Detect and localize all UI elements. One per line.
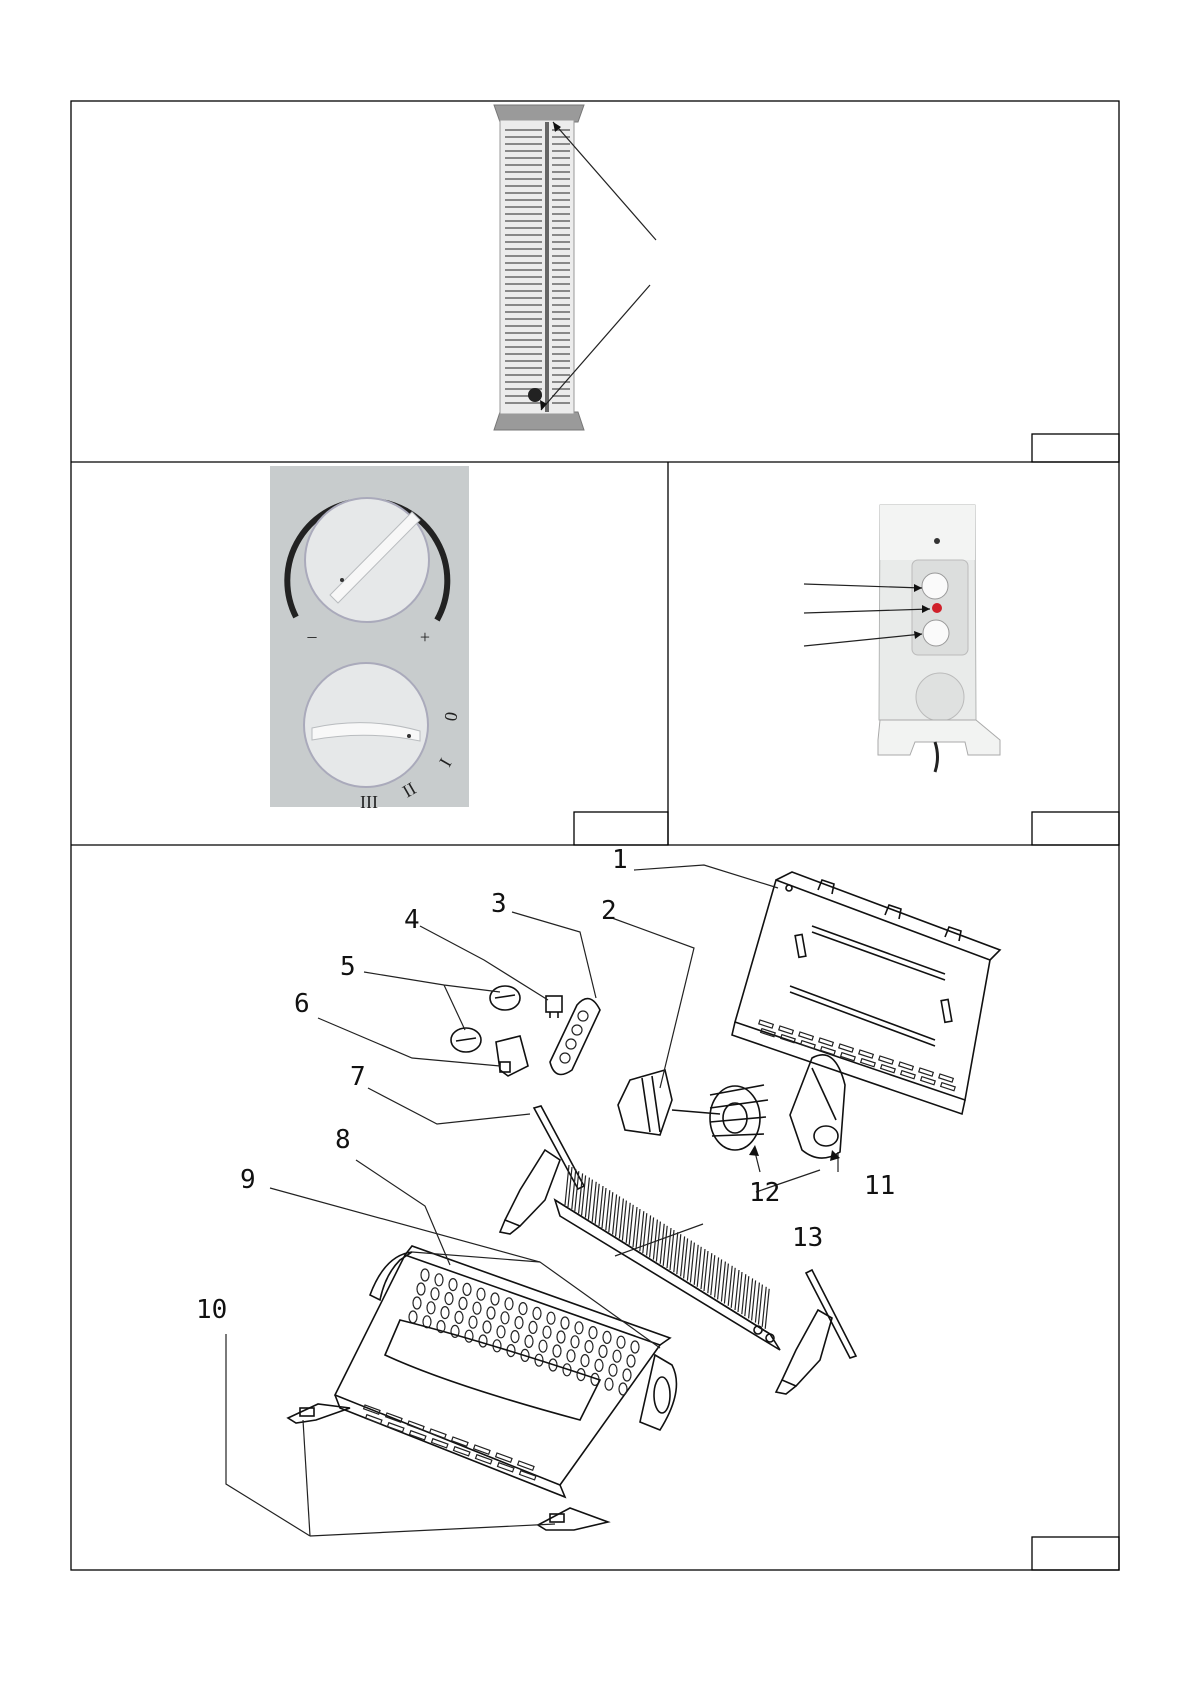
indicator-light — [932, 603, 942, 613]
figure-4-label-box — [1032, 1537, 1119, 1570]
dial-mark-minus: – — [307, 626, 318, 646]
part-number: 6 — [294, 989, 310, 1019]
power-selector-knob — [923, 620, 949, 646]
bottom-end-cap — [494, 412, 584, 430]
figure-3-label-box — [1032, 812, 1119, 845]
heater-feet — [878, 720, 1000, 755]
power-cord — [935, 742, 938, 772]
figure-1-heater-top-view — [494, 105, 656, 430]
part-1-back-panel — [732, 872, 1000, 1114]
dial-mark-plus: + — [420, 627, 430, 647]
part-number: 9 — [240, 1165, 256, 1195]
arrow-head-icon — [749, 1145, 759, 1156]
figure-1-label-box — [1032, 434, 1119, 462]
part-number: 5 — [340, 952, 356, 982]
part-13-heating-element — [555, 1165, 780, 1350]
figure-2-control-knobs: – + 0 I II III — [270, 466, 469, 812]
part-8-side-cap-left — [370, 1252, 412, 1300]
power-cord-outlet — [528, 388, 542, 402]
part-number: 8 — [335, 1125, 351, 1155]
part-number: 7 — [350, 1062, 366, 1092]
part-number: 2 — [601, 896, 617, 926]
part-3-control-plate — [550, 999, 600, 1075]
figure-frame — [71, 101, 1119, 1570]
power-selector-dot — [407, 734, 411, 738]
part-6-thermostat — [496, 1036, 528, 1076]
heater-top-panel — [880, 505, 975, 560]
thermostat-knob — [922, 573, 948, 599]
part-number: 13 — [792, 1223, 823, 1253]
figure-4-exploded-view: 1 2 3 4 5 6 7 8 9 10 11 12 13 — [196, 845, 1000, 1536]
part-10-foot-right — [538, 1508, 608, 1530]
part-number-labels: 1 2 3 4 5 6 7 8 9 10 11 12 13 — [196, 845, 895, 1325]
dial-mark-high: III — [360, 792, 378, 812]
thermostat-knob-dot — [340, 578, 344, 582]
part-number: 4 — [404, 905, 420, 935]
top-end-cap — [494, 105, 584, 122]
front-badge-circle — [916, 673, 964, 721]
part-5-knobs — [451, 986, 520, 1052]
part-10-foot-left — [288, 1404, 350, 1423]
center-seam — [545, 122, 549, 412]
leader-lines — [226, 865, 838, 1536]
part-number: 1 — [612, 845, 628, 875]
part-4-switch — [546, 996, 562, 1018]
part-7-element-bracket-right — [776, 1270, 856, 1394]
figure-2-label-box — [574, 812, 668, 845]
part-12-fan-blade — [710, 1085, 768, 1150]
figure-3-heater-front-view — [804, 505, 1000, 772]
top-vent-icon — [934, 538, 940, 544]
part-number: 10 — [196, 1295, 227, 1325]
part-number: 12 — [749, 1178, 780, 1208]
part-number: 11 — [864, 1171, 895, 1201]
part-number: 3 — [491, 889, 507, 919]
part-2-fan-motor — [618, 1070, 720, 1135]
